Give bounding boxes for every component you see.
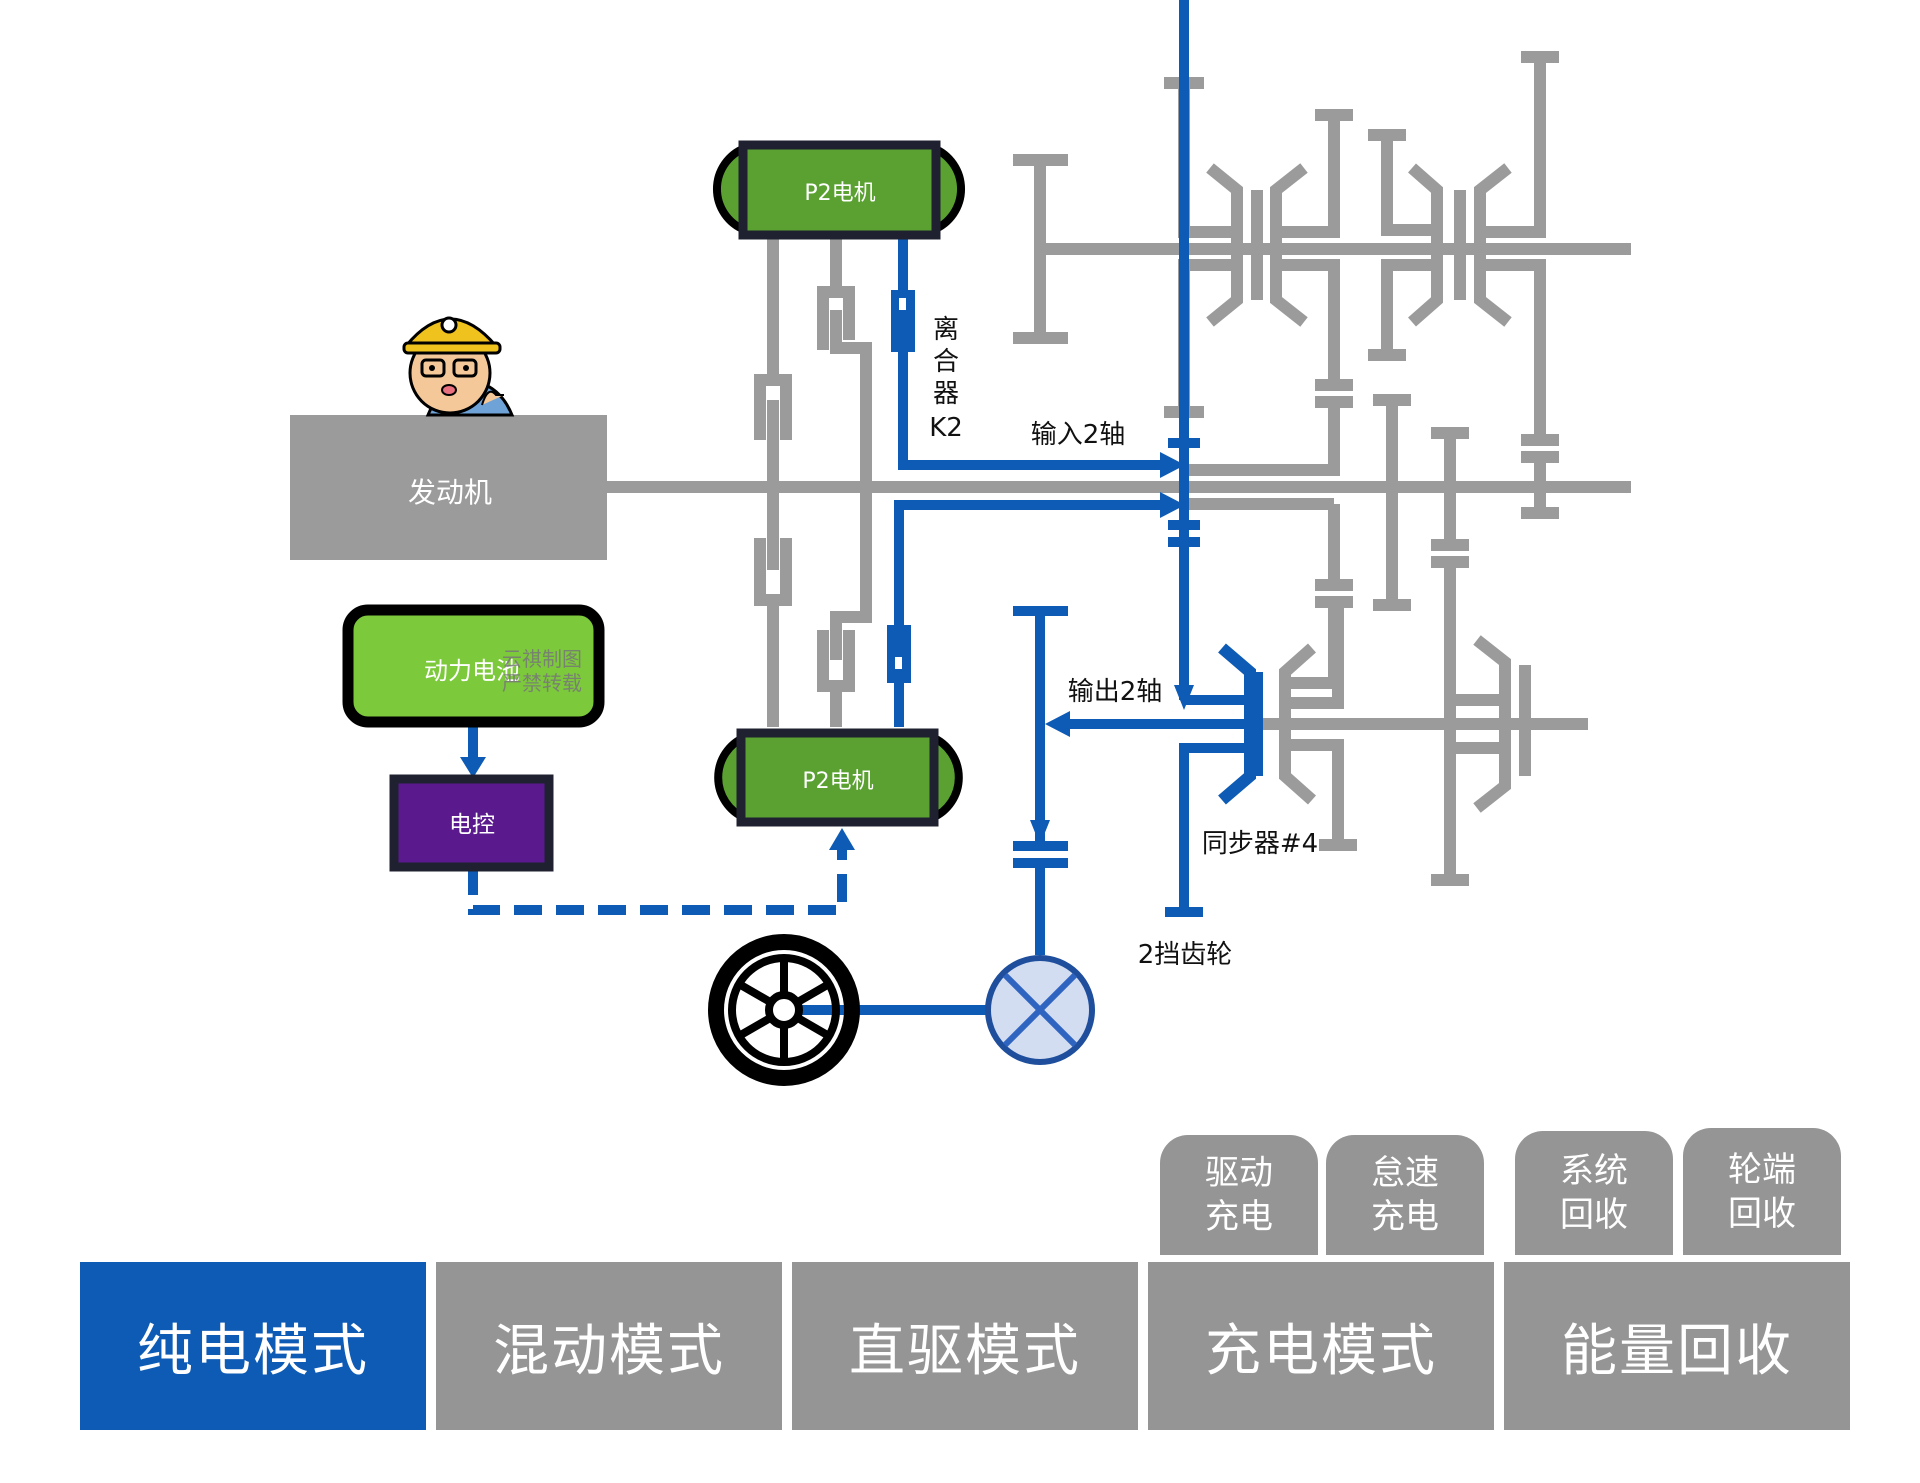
gear-top-left xyxy=(1013,154,1068,344)
tab-pure-electric[interactable]: 纯电模式 xyxy=(80,1262,426,1430)
arrow-output-2 xyxy=(1045,711,1070,737)
engine-block[interactable]: 发动机 xyxy=(290,415,607,560)
clutch-k2-label: 离 合 器 K2 xyxy=(929,315,963,443)
gear-cluster-lower xyxy=(1279,605,1531,851)
subtab-idle-charging[interactable]: 怠速 充电 xyxy=(1326,1135,1484,1255)
svg-text:合: 合 xyxy=(933,347,959,377)
subtab-wheel-recovery[interactable]: 轮端 回收 xyxy=(1683,1128,1841,1255)
tab-hybrid-label: 混动模式 xyxy=(493,1318,725,1384)
subtab-drive-charging-l1: 驱动 xyxy=(1205,1153,1273,1193)
second-gear-label: 2挡齿轮 xyxy=(1138,940,1233,970)
engine-label: 发动机 xyxy=(408,476,492,509)
tab-charging[interactable]: 充电模式 xyxy=(1148,1262,1494,1430)
subtab-system-recovery[interactable]: 系统 回收 xyxy=(1515,1131,1673,1255)
watermark-line1: 云祺制图 xyxy=(502,647,582,671)
arrow-battery-to-ecu xyxy=(460,757,486,778)
battery-label: 动力电池 xyxy=(424,657,520,685)
motor-top-label: P2电机 xyxy=(804,181,875,206)
motor-bottom-label: P2电机 xyxy=(802,769,873,794)
arrow-input-2-bottom xyxy=(1160,492,1185,518)
subtab-system-recovery-l1: 系统 xyxy=(1560,1151,1628,1191)
tab-charging-label: 充电模式 xyxy=(1205,1318,1437,1384)
p2-motor-bottom[interactable]: P2电机 xyxy=(714,728,963,827)
subtab-wheel-recovery-l1: 轮端 xyxy=(1728,1149,1796,1190)
main-shaft-gears xyxy=(1180,394,1469,886)
synchronizer-label: 同步器#4 xyxy=(1202,829,1318,859)
svg-text:离: 离 xyxy=(933,315,959,345)
ecu-label: 电控 xyxy=(449,812,495,838)
tab-hybrid[interactable]: 混动模式 xyxy=(436,1262,782,1430)
tab-energy-recovery-label: 能量回收 xyxy=(1561,1318,1793,1384)
ecu-block[interactable]: 电控 xyxy=(389,774,554,872)
gray-clutch-linkages xyxy=(754,238,872,727)
arrow-input-2-top xyxy=(1160,452,1185,478)
gear-cluster-upper-2 xyxy=(1368,51,1559,519)
output-shaft-2-label: 输出2轴 xyxy=(1068,677,1163,707)
p2-motor-top[interactable]: P2电机 xyxy=(712,140,966,240)
watermark-line2: 严禁转载 xyxy=(502,671,582,695)
arrow-down-final xyxy=(1030,820,1050,845)
wheel-icon xyxy=(708,934,860,1086)
subtab-system-recovery-l2: 回收 xyxy=(1560,1195,1628,1235)
input-shaft-2-label: 输入2轴 xyxy=(1031,420,1126,450)
subtab-wheel-recovery-l2: 回收 xyxy=(1728,1193,1796,1234)
subtab-drive-charging-l2: 充电 xyxy=(1205,1197,1273,1237)
subtab-idle-charging-l1: 怠速 xyxy=(1371,1153,1439,1193)
tab-energy-recovery[interactable]: 能量回收 xyxy=(1504,1262,1850,1430)
arrow-ecu-to-motor xyxy=(829,828,855,850)
battery-block[interactable]: 动力电池 云祺制图 严禁转载 xyxy=(342,604,605,728)
gearbox-mechanical xyxy=(607,51,1631,886)
gear-cluster-upper-1 xyxy=(1164,77,1353,476)
engineer-mascot xyxy=(402,316,515,417)
subtab-idle-charging-l2: 充电 xyxy=(1371,1197,1439,1237)
power-flow xyxy=(460,0,1263,1015)
differential-icon xyxy=(985,955,1095,1065)
svg-text:K2: K2 xyxy=(929,413,963,443)
tab-pure-electric-label: 纯电模式 xyxy=(137,1318,369,1384)
svg-text:器: 器 xyxy=(933,379,959,409)
tab-direct-drive[interactable]: 直驱模式 xyxy=(792,1262,1138,1430)
tab-direct-drive-label: 直驱模式 xyxy=(849,1318,1081,1384)
flow-ecu-to-motor xyxy=(468,850,847,915)
subtab-drive-charging[interactable]: 驱动 充电 xyxy=(1160,1135,1318,1255)
clutch-k2 xyxy=(887,290,915,683)
